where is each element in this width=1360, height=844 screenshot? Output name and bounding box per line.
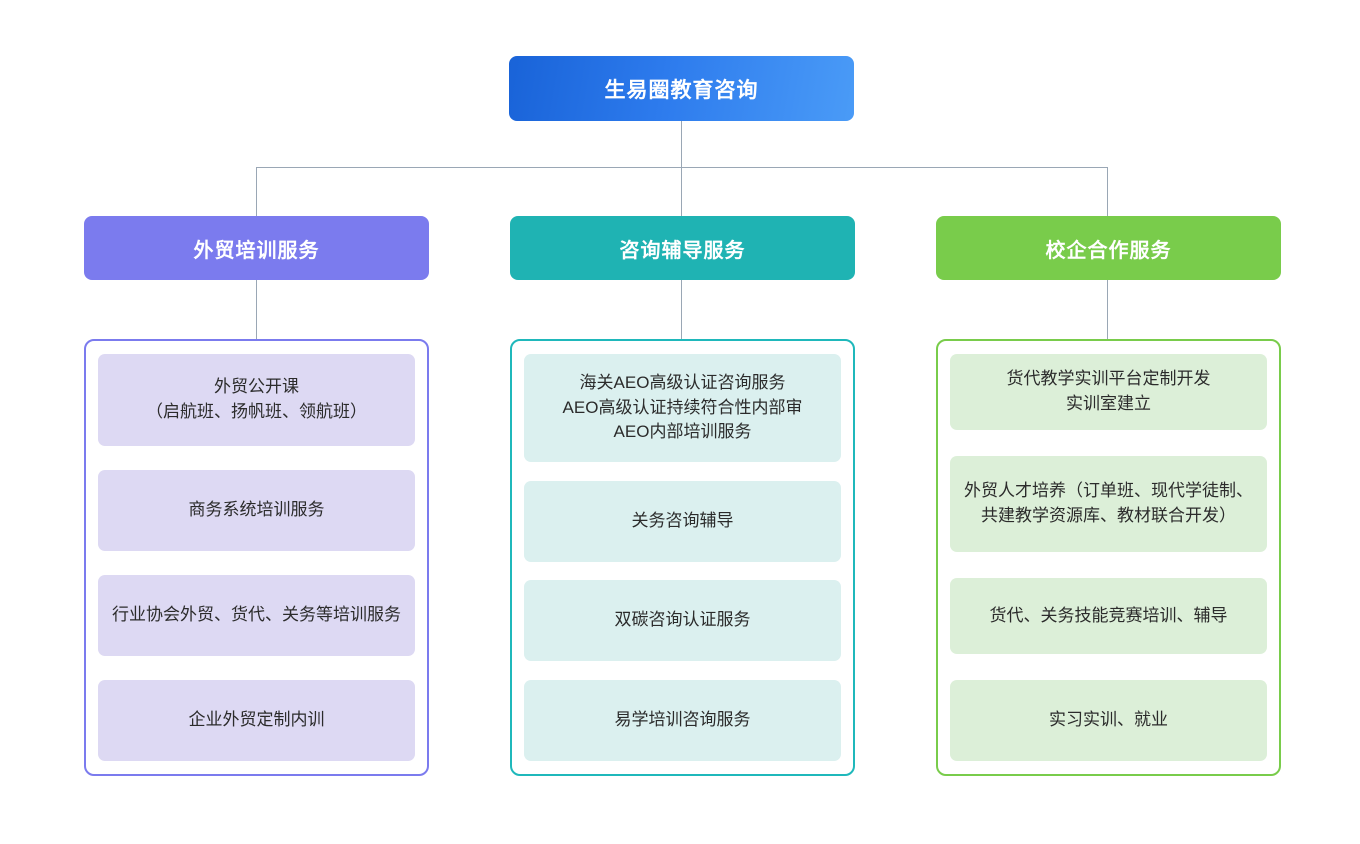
- leaf-card[interactable]: 外贸人才培养（订单班、现代学徒制、共建教学资源库、教材联合开发）: [950, 456, 1267, 552]
- root-node-label: 生易圈教育咨询: [604, 78, 759, 102]
- leaf-card[interactable]: 易学培训咨询服务: [524, 679, 841, 761]
- root-node[interactable]: 生易圈教育咨询: [509, 56, 854, 121]
- connector-stem-group-3: [1107, 280, 1108, 339]
- leaf-card[interactable]: 实习实训、就业: [950, 680, 1267, 761]
- branch-group-box-1: 外贸公开课 （启航班、扬帆班、领航班） 商务系统培训服务 行业协会外贸、货代、关…: [84, 339, 429, 776]
- leaf-card[interactable]: 外贸公开课 （启航班、扬帆班、领航班）: [98, 354, 415, 446]
- leaf-card[interactable]: 企业外贸定制内训: [98, 680, 415, 761]
- connector-drop-branch-1: [256, 167, 257, 216]
- branch-header-1-label: 外贸培训服务: [193, 239, 320, 262]
- connector-stem-group-1: [256, 280, 257, 339]
- branch-header-1[interactable]: 外贸培训服务: [84, 216, 429, 280]
- connector-root-stem: [681, 121, 682, 167]
- leaf-card[interactable]: 货代、关务技能竞赛培训、辅导: [950, 578, 1267, 654]
- leaf-card[interactable]: 海关AEO高级认证咨询服务 AEO高级认证持续符合性内部审 AEO内部培训服务: [524, 354, 841, 462]
- branch-header-2[interactable]: 咨询辅导服务: [510, 216, 855, 280]
- branch-header-3[interactable]: 校企合作服务: [936, 216, 1281, 280]
- connector-stem-group-2: [681, 280, 682, 339]
- connector-drop-branch-3: [1107, 167, 1108, 216]
- leaf-card[interactable]: 商务系统培训服务: [98, 470, 415, 551]
- connector-drop-branch-2: [681, 167, 682, 216]
- branch-group-box-2: 海关AEO高级认证咨询服务 AEO高级认证持续符合性内部审 AEO内部培训服务 …: [510, 339, 855, 776]
- branch-group-box-3: 货代教学实训平台定制开发 实训室建立 外贸人才培养（订单班、现代学徒制、共建教学…: [936, 339, 1281, 776]
- branch-header-2-label: 咨询辅导服务: [619, 239, 746, 262]
- leaf-card[interactable]: 货代教学实训平台定制开发 实训室建立: [950, 354, 1267, 430]
- leaf-card[interactable]: 行业协会外贸、货代、关务等培训服务: [98, 575, 415, 656]
- leaf-card[interactable]: 关务咨询辅导: [524, 480, 841, 562]
- branch-header-3-label: 校企合作服务: [1045, 239, 1172, 262]
- leaf-card[interactable]: 双碳咨询认证服务: [524, 580, 841, 662]
